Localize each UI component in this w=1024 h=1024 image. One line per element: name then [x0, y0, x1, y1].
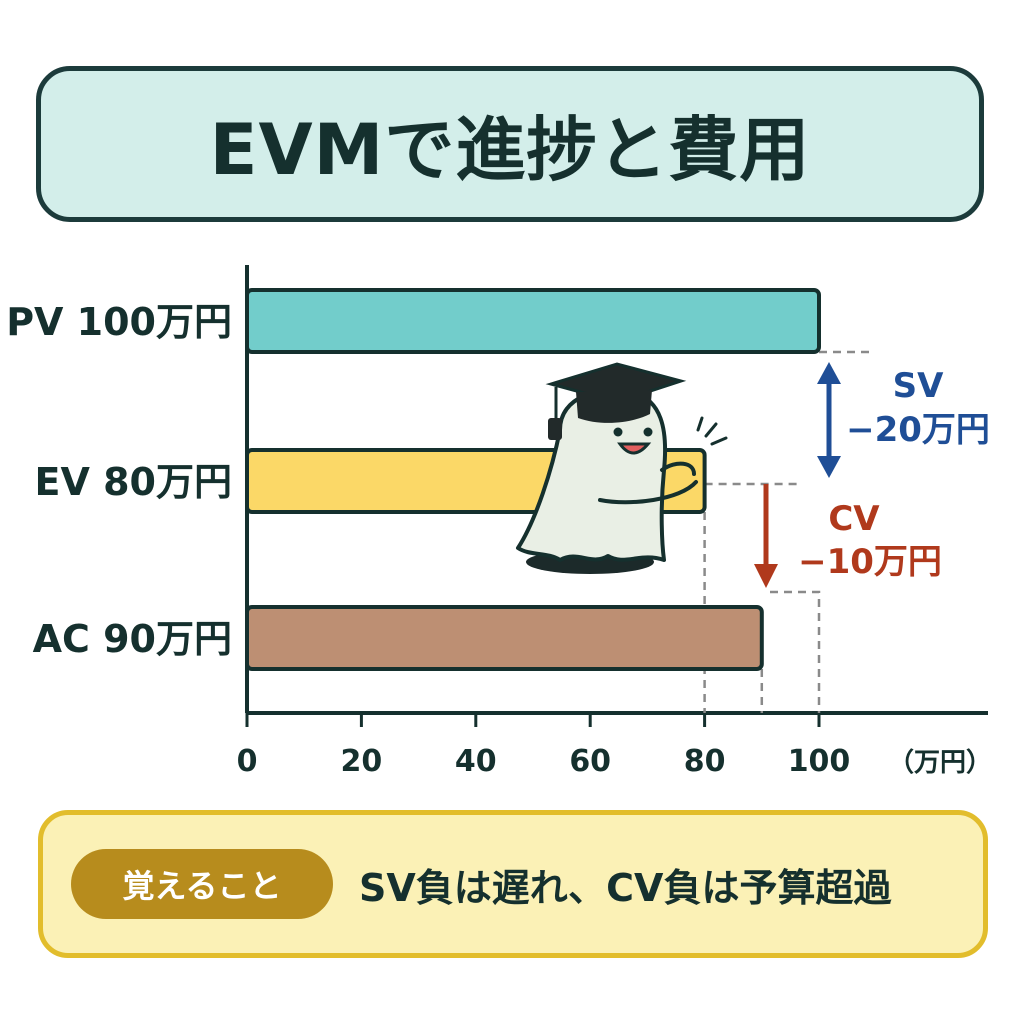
memo-box: 覚えること SV負は遅れ、CV負は予算超過 [38, 810, 988, 958]
x-unit-label: （万円） [888, 748, 992, 778]
ac-reference-line [770, 590, 821, 713]
sv-arrow-head-down [817, 456, 841, 478]
memo-text: SV負は遅れ、CV負は予算超過 [359, 865, 892, 910]
x-tick-label: 40 [455, 744, 497, 779]
sv-label: SV [893, 366, 944, 406]
page-title: EVMで進捗と費用 [209, 108, 811, 191]
x-tick-label: 100 [788, 744, 851, 779]
category-label-ac: AC 90万円 [33, 617, 232, 661]
category-label-ev: EV 80万円 [35, 460, 232, 504]
memo-badge: 覚えること [71, 849, 333, 919]
sv-value: −20万円 [846, 410, 990, 450]
x-tick-label: 20 [341, 744, 383, 779]
x-tick-label: 0 [237, 744, 258, 779]
evm-bar-chart: 0 20 40 60 80 100 （万円） PV 100万円 EV 80万円 AC 90万円 SV… [6, 265, 992, 779]
x-tick-label: 60 [569, 744, 611, 779]
category-label-pv: PV 100万円 [6, 300, 232, 344]
cv-value: −10万円 [798, 542, 942, 582]
cv-label: CV [828, 499, 880, 539]
mascot-ghost-icon [516, 362, 728, 574]
bar-pv [245, 288, 821, 354]
cv-arrow-head-down [754, 564, 778, 588]
bar-ac [245, 605, 764, 671]
sv-arrow-head-up [817, 362, 841, 384]
x-tick-label: 80 [684, 744, 726, 779]
title-box: EVMで進捗と費用 [36, 66, 984, 222]
